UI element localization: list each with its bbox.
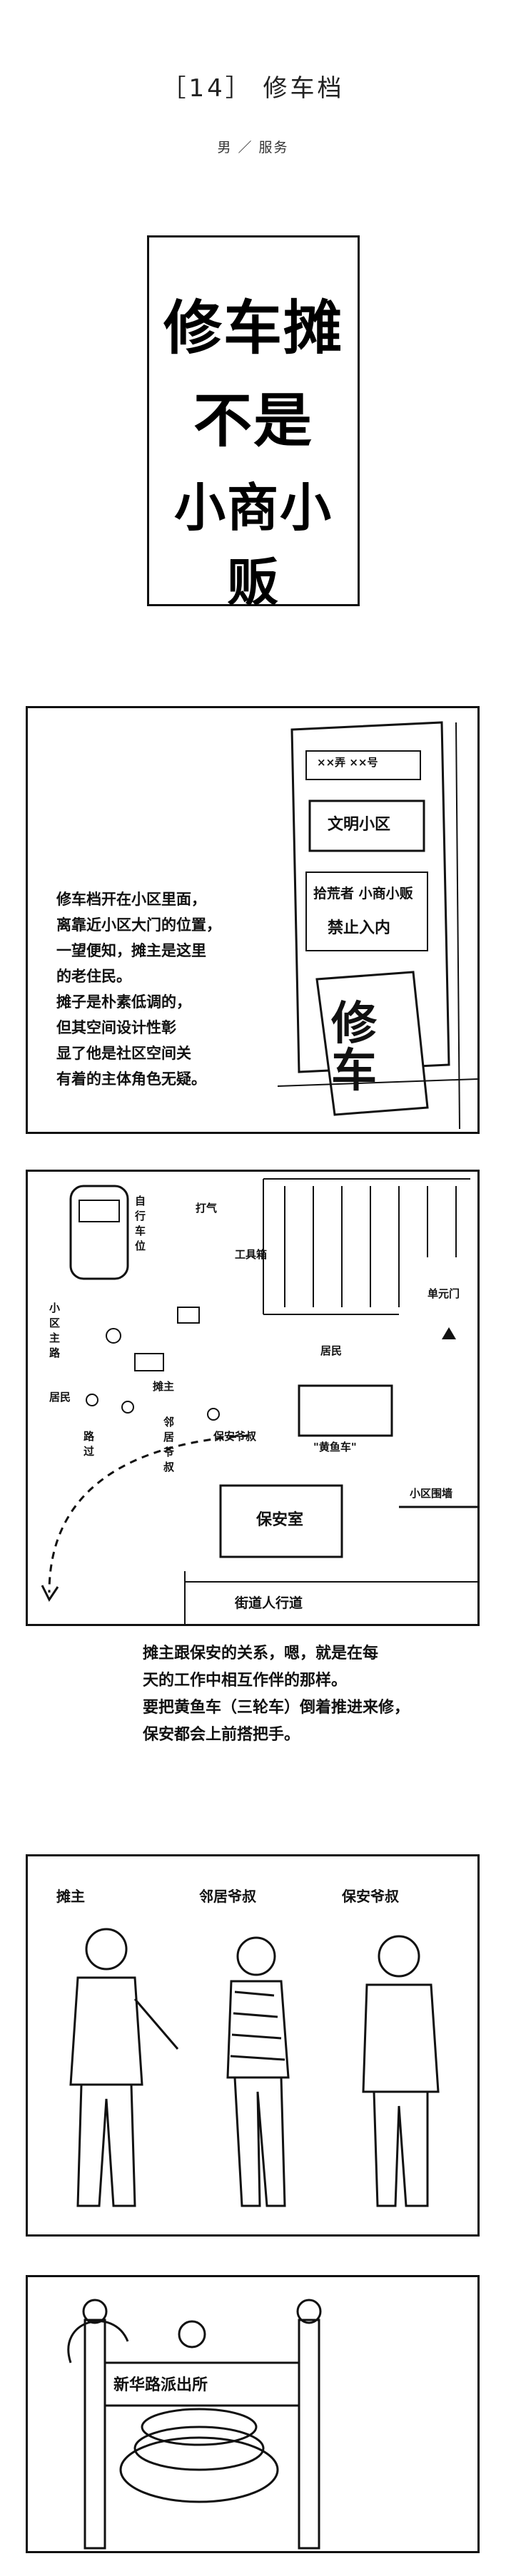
gate-pillar-drawing	[278, 721, 477, 1130]
label-passing: 路过	[84, 1430, 95, 1458]
police-station-drawing	[67, 2299, 322, 2550]
three-people-drawing	[69, 1928, 440, 2207]
label-neighbor-uncle-figure: 邻居爷叔	[199, 1888, 256, 1905]
label-guard-room: 保安室	[256, 1511, 304, 1529]
figure-guard-uncle	[362, 1935, 440, 2207]
caption-line: 天的工作中相互作伴的那样。	[143, 1672, 348, 1690]
panel1-text-line: 的老住民。	[56, 968, 131, 985]
panel-stall-description: 修车档开在小区里面， 离靠近小区大门的位置， 一望便知，摊主是这里 的老住民。 …	[26, 706, 480, 1134]
panel1-text-line: 修车档开在小区里面，	[56, 891, 206, 908]
sign-notice-2: 禁止入内	[328, 919, 391, 937]
sign-community: 文明小区	[328, 816, 391, 834]
panel1-text-line: 有着的主体角色无疑。	[56, 1070, 206, 1088]
title-sign-line-1: 修车摊	[163, 295, 343, 362]
label-resident: 居民	[49, 1391, 71, 1404]
panel-police-station: 新华路派出所	[26, 2275, 480, 2553]
label-guard-uncle-figure: 保安爷叔	[342, 1888, 399, 1905]
panel1-text-line: 摊子是朴素低调的，	[56, 993, 191, 1011]
label-yellow-car: "黄鱼车"	[313, 1441, 357, 1453]
caption-line: 摊主跟保安的关系，嗯，就是在每	[143, 1645, 379, 1662]
panel-site-map: 自行车位 打气 工具箱 单元门 小区主路 居民 摊主 居民 "黄鱼车" 邻居爷叔…	[26, 1170, 480, 1626]
page-subtitle: 男 ／ 服务	[217, 140, 289, 155]
police-station-plaque: 新华路派出所	[113, 2376, 208, 2394]
title-sign-line-2: 不是	[193, 387, 313, 455]
label-neighbor-uncle: 邻居爷叔	[163, 1416, 175, 1473]
sign-address: ××弄 ××号	[317, 756, 378, 769]
label-pump: 打气	[196, 1202, 218, 1215]
panel-three-people: 摊主 邻居爷叔 保安爷叔	[26, 1854, 480, 2237]
panel1-text-line: 一望便知，摊主是这里	[56, 942, 206, 959]
label-gate: 单元门	[427, 1287, 460, 1300]
panel1-text-line: 离靠近小区大门的位置，	[56, 916, 221, 934]
figure-stall-owner	[69, 1928, 179, 2207]
sign-notice-1: 拾荒者 小商小贩	[313, 886, 413, 901]
page-title: ［14］ 修车档	[161, 74, 345, 103]
panel1-text-line: 显了他是社区空间关	[56, 1045, 191, 1062]
label-resident-2: 居民	[320, 1344, 343, 1357]
site-map-drawing	[41, 1178, 477, 1624]
caption-text: 摊主跟保安的关系，嗯，就是在每 天的工作中相互作伴的那样。 要把黄鱼车（三轮车）…	[143, 1640, 485, 1749]
label-guard-uncle: 保安爷叔	[213, 1430, 257, 1443]
title-sign: 修车摊 不是 小商小贩	[147, 235, 360, 613]
label-stall-owner-figure: 摊主	[56, 1888, 85, 1905]
label-bike-parking: 自行车位	[135, 1195, 146, 1252]
repair-banner: 修车	[331, 998, 377, 1098]
label-sidewalk: 街道人行道	[235, 1595, 303, 1611]
title-sign-line-3: 小商小贩	[173, 478, 333, 613]
label-stall-owner: 摊主	[153, 1380, 175, 1393]
caption-line: 保安都会上前搭把手。	[143, 1726, 300, 1744]
label-wall: 小区围墙	[410, 1487, 453, 1500]
caption-line: 要把黄鱼车（三轮车）倒着推进来修，	[143, 1699, 410, 1717]
panel1-text: 修车档开在小区里面， 离靠近小区大门的位置， 一望便知，摊主是这里 的老住民。 …	[56, 886, 292, 1092]
panel1-text-line: 但其空间设计性彰	[56, 1019, 176, 1036]
label-main-road: 小区主路	[49, 1302, 61, 1359]
figure-neighbor-uncle	[226, 1936, 290, 2207]
label-toolbox: 工具箱	[235, 1248, 268, 1261]
